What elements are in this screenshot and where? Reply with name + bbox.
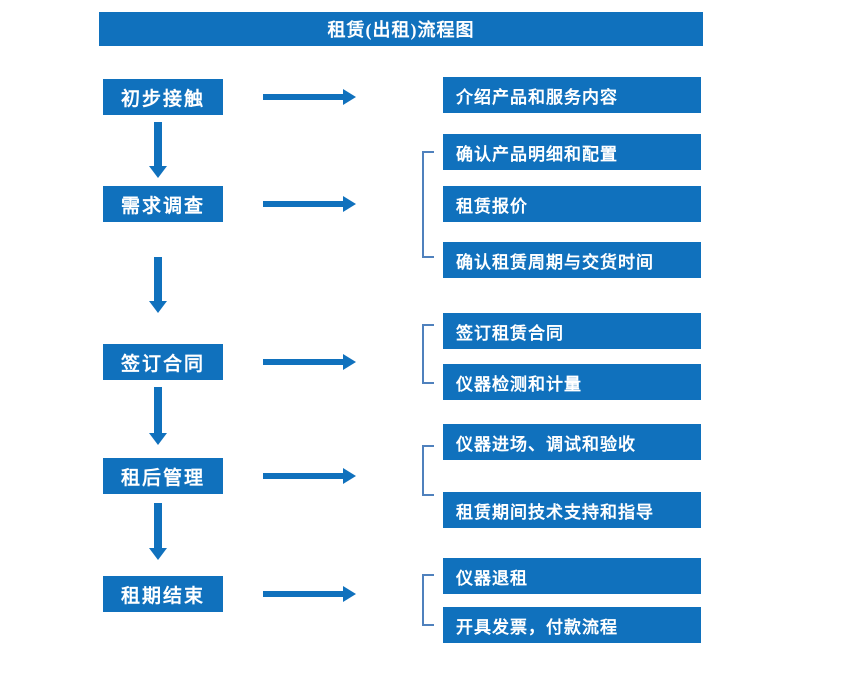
down-arrow-3 [154, 387, 162, 433]
detail-confirm-product-config: 确认产品明细和配置 [443, 134, 701, 170]
down-arrow-4 [154, 503, 162, 548]
detail-bracket-post-management [422, 445, 434, 496]
detail-instrument-return: 仪器退租 [443, 558, 701, 594]
detail-bracket-sign-contract [422, 324, 434, 384]
stage-sign-contract: 签订合同 [103, 344, 223, 380]
stage-rental-end: 租期结束 [103, 576, 223, 612]
detail-bracket-demand-survey [422, 151, 434, 258]
flowchart-title: 租赁(出租)流程图 [99, 12, 703, 46]
detail-instrument-calibration: 仪器检测和计量 [443, 364, 701, 400]
detail-confirm-period-delivery: 确认租赁周期与交货时间 [443, 242, 701, 278]
stage-post-rental-management: 租后管理 [103, 458, 223, 494]
down-arrow-1 [154, 122, 162, 166]
stage-demand-survey: 需求调查 [103, 186, 223, 222]
flowchart-title-label: 租赁(出租)流程图 [327, 20, 475, 40]
detail-invoice-payment: 开具发票，付款流程 [443, 607, 701, 643]
detail-sign-rental-contract: 签订租赁合同 [443, 313, 701, 349]
detail-bracket-rental-end [422, 574, 434, 626]
down-arrow-2 [154, 257, 162, 301]
right-arrow-3 [263, 359, 343, 365]
right-arrow-2 [263, 201, 343, 207]
right-arrow-5 [263, 591, 343, 597]
detail-introduce-products: 介绍产品和服务内容 [443, 77, 701, 113]
right-arrow-4 [263, 473, 343, 479]
detail-instrument-acceptance: 仪器进场、调试和验收 [443, 424, 701, 460]
detail-rental-quotation: 租赁报价 [443, 186, 701, 222]
stage-initial-contact: 初步接触 [103, 79, 223, 115]
detail-tech-support: 租赁期间技术支持和指导 [443, 492, 701, 528]
right-arrow-1 [263, 94, 343, 100]
